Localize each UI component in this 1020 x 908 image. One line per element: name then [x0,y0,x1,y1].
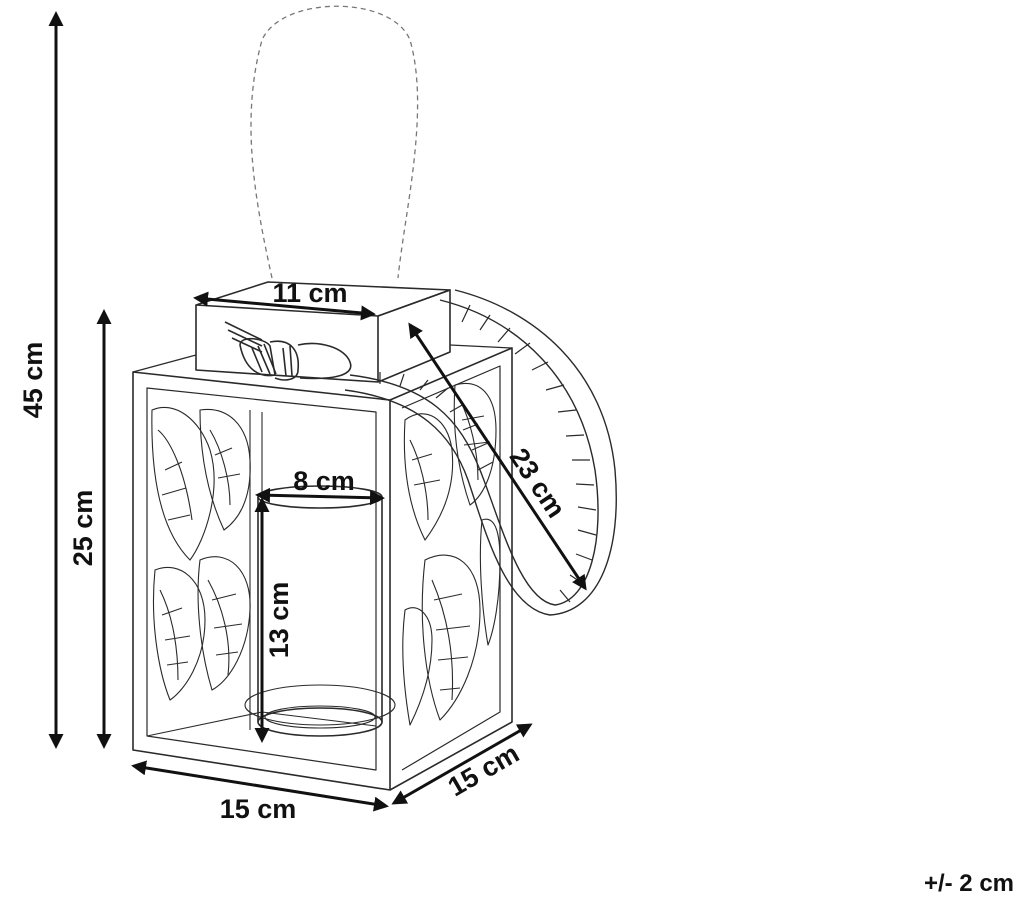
glass-diameter-arrow [255,487,385,506]
total-height-label: 45 cm [18,342,48,419]
glass-diameter-label: 8 cm [293,466,355,496]
top-width-label: 11 cm [272,278,347,308]
rope-knot [224,321,352,381]
dimension-labels: 45 cm 25 cm 11 cm 23 cm 8 cm 13 cm 15 cm… [18,278,1014,897]
leaf-panel-right [402,383,501,726]
body-height-label: 25 cm [68,490,98,567]
lantern-illustration [132,5,617,791]
base-width-label: 15 cm [220,794,297,824]
hanging-loop [250,5,419,279]
base-width-arrow [131,760,389,812]
lantern-frame [132,344,513,791]
tolerance-label: +/- 2 cm [924,870,1014,897]
base-depth-label: 15 cm [443,738,524,802]
glass-height-label: 13 cm [264,582,294,659]
leaf-panel-left [151,406,251,701]
top-width-arrow [193,291,376,321]
base-depth-arrow [391,723,533,805]
handle-length-arrow [408,322,587,591]
dimension-lines [48,10,587,812]
